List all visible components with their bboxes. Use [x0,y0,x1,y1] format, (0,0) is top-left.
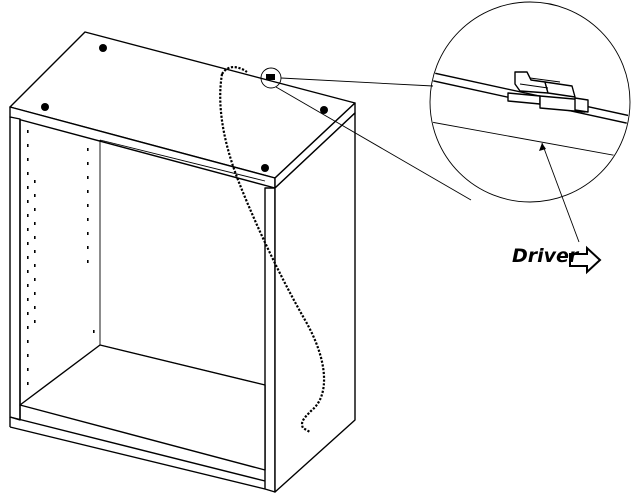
shelf-pin-hole [27,368,29,371]
shelf-pin-hole [87,148,89,151]
shelf-pin-hole [27,144,29,147]
shelf-pin-hole [87,176,89,179]
top-hole-back-left [99,44,107,52]
shelf-pin-hole [27,130,29,133]
leader-line-top [280,77,434,87]
top-hole-front-left [41,103,49,111]
shelf-pin-hole [34,222,36,225]
shelf-pin-hole [34,180,36,183]
right-arrow-outline-icon [569,245,602,275]
shelf-pin-hole [27,382,29,385]
cabinet-interior [9,139,266,490]
shelf-pin-holes [27,130,95,385]
shelf-pin-hole [27,200,29,203]
shelf-pin-hole [27,256,29,259]
shelf-pin-hole [27,340,29,343]
driver-connector-small [266,74,275,80]
driver-pointer-line [541,142,580,243]
shelf-pin-hole [34,236,36,239]
driver-pointer-arrowhead [539,143,546,151]
cabinet-right-side-panel [264,112,356,493]
shelf-pin-hole [27,354,29,357]
shelf-pin-hole [27,228,29,231]
shelf-pin-hole [27,270,29,273]
top-hole-front-right [261,164,269,172]
shelf-pin-hole [87,232,89,235]
shelf-pin-hole [34,306,36,309]
shelf-pin-hole [34,208,36,211]
shelf-pin-hole [27,312,29,315]
shelf-pin-hole [27,214,29,217]
shelf-pin-hole [34,250,36,253]
shelf-pin-hole [87,260,89,263]
shelf-pin-hole [27,158,29,161]
shelf-pin-hole [27,284,29,287]
shelf-pin-hole [87,190,89,193]
driver-cable [219,66,326,433]
shelf-pin-hole [27,172,29,175]
shelf-pin-hole [87,162,89,165]
leader-line-bottom [275,86,472,201]
shelf-pin-hole [34,320,36,323]
shelf-pin-hole [27,242,29,245]
shelf-pin-hole [27,298,29,301]
magnified-detail-view [429,1,631,203]
shelf-pin-hole [34,278,36,281]
cabinet-top-panel [9,31,356,189]
shelf-pin-hole [87,246,89,249]
shelf-pin-hole [34,194,36,197]
driver-callout-label: Driver [512,245,579,267]
shelf-pin-hole [87,204,89,207]
shelf-pin-hole [34,264,36,267]
shelf-pin-hole [27,186,29,189]
top-hole-back-right [320,106,328,114]
shelf-pin-hole [34,292,36,295]
shelf-pin-hole [27,326,29,329]
shelf-pin-hole [93,330,95,333]
shelf-pin-hole [87,218,89,221]
